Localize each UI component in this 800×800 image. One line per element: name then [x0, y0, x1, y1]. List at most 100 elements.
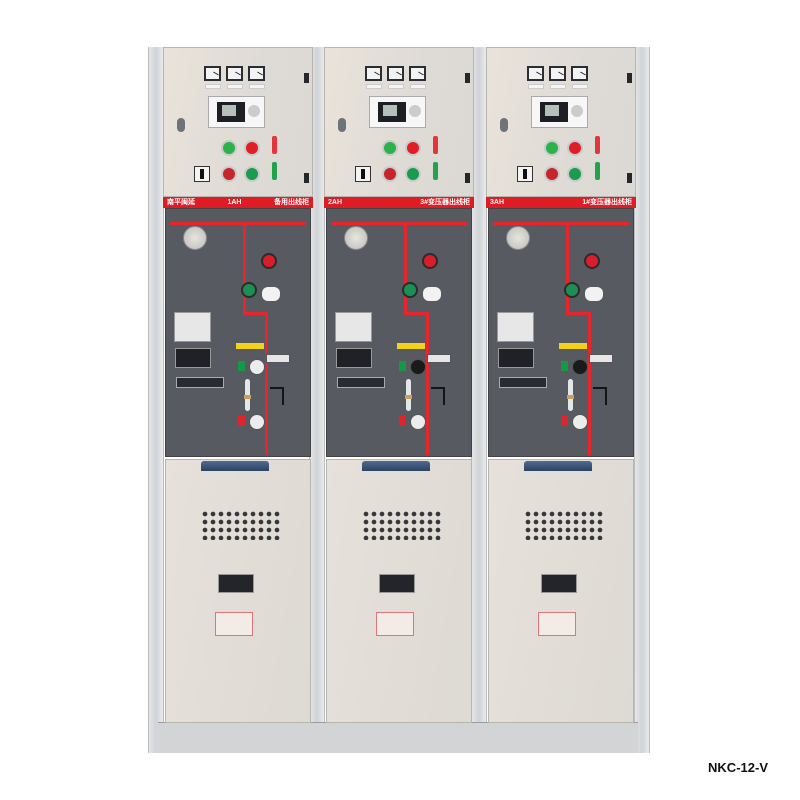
busbar-line: [243, 312, 268, 315]
door-handle[interactable]: [338, 118, 346, 132]
door-pull-handle[interactable]: [524, 461, 592, 471]
cable-compartment-door[interactable]: [488, 459, 634, 723]
pressure-gauge-icon: [506, 226, 530, 250]
selector-switch[interactable]: [355, 166, 371, 182]
green-indicator-lamp: [221, 140, 237, 156]
protection-relay[interactable]: [531, 96, 588, 128]
green-pushbutton[interactable]: [244, 166, 260, 182]
warning-label: [397, 343, 425, 349]
mechanism-panel: [165, 208, 311, 457]
red-pushbutton[interactable]: [544, 166, 560, 182]
door-handle[interactable]: [177, 118, 185, 132]
strip-left-text: 3AH: [490, 199, 505, 206]
live-display-unit: [498, 348, 534, 368]
busbar-line: [493, 222, 629, 225]
meter-tag: [528, 84, 544, 89]
meter-tag: [249, 84, 265, 89]
selector-switch[interactable]: [194, 166, 210, 182]
spring-charge-indicator: [585, 287, 603, 301]
earth-switch-operating-hole[interactable]: [249, 359, 265, 375]
switch-symbol-icon: [561, 416, 568, 426]
operating-lever[interactable]: [567, 379, 574, 411]
ammeter-icon: [226, 66, 243, 81]
interlock-slot[interactable]: [427, 354, 451, 363]
disconnector-operating-hole[interactable]: [410, 414, 426, 430]
red-indicator-lamp: [567, 140, 583, 156]
ventilation-grille: [201, 510, 281, 540]
instrument-door[interactable]: [324, 47, 474, 197]
selector-switch[interactable]: [517, 166, 533, 182]
busbar-line: [426, 312, 429, 455]
disconnector-operating-hole[interactable]: [249, 414, 265, 430]
busbar-line: [404, 222, 407, 314]
busbar-line: [170, 222, 306, 225]
rating-nameplate: [541, 574, 577, 593]
red-button-stack[interactable]: [433, 136, 438, 154]
ventilation-grille: [362, 510, 442, 540]
test-socket-plate: [499, 377, 547, 388]
hinge: [627, 173, 632, 183]
interlock-slot[interactable]: [266, 354, 290, 363]
danger-warning-label: [538, 612, 576, 636]
red-pushbutton[interactable]: [382, 166, 398, 182]
cabinet-label-strip: 2AH 3#变压器出线柜: [324, 197, 474, 208]
open-indicator[interactable]: [402, 282, 418, 298]
test-socket-plate: [337, 377, 385, 388]
strip-left-text: 2AH: [328, 199, 343, 206]
switch-symbol-icon: [238, 361, 245, 371]
hinge: [465, 173, 470, 183]
cable-compartment-door[interactable]: [165, 459, 311, 723]
danger-warning-label: [376, 612, 414, 636]
cable-compartment-door[interactable]: [326, 459, 472, 723]
ground-symbol-icon: [431, 387, 445, 405]
hinge: [304, 73, 309, 83]
green-button-stack[interactable]: [433, 162, 438, 180]
red-pushbutton[interactable]: [221, 166, 237, 182]
instrument-door[interactable]: [486, 47, 636, 197]
ground-symbol-icon: [270, 387, 284, 405]
live-display-unit: [175, 348, 211, 368]
spring-charge-indicator: [423, 287, 441, 301]
green-pushbutton[interactable]: [567, 166, 583, 182]
strip-mid-text: 1AH: [227, 199, 242, 206]
meter-tag: [205, 84, 221, 89]
busbar-line: [566, 222, 569, 314]
live-display-unit: [336, 348, 372, 368]
hinge: [465, 73, 470, 83]
close-indicator[interactable]: [422, 253, 438, 269]
meter-tag: [572, 84, 588, 89]
operating-lever[interactable]: [244, 379, 251, 411]
door-pull-handle[interactable]: [362, 461, 430, 471]
test-socket-plate: [176, 377, 224, 388]
close-indicator[interactable]: [261, 253, 277, 269]
meter-tag: [388, 84, 404, 89]
base-plinth: [158, 722, 638, 753]
ammeter-icon: [549, 66, 566, 81]
frame-post: [148, 47, 164, 753]
earth-switch-operating-hole[interactable]: [410, 359, 426, 375]
red-button-stack[interactable]: [595, 136, 600, 154]
instrument-door[interactable]: [163, 47, 313, 197]
disconnector-operating-hole[interactable]: [572, 414, 588, 430]
close-indicator[interactable]: [584, 253, 600, 269]
open-indicator[interactable]: [241, 282, 257, 298]
meter-tag: [227, 84, 243, 89]
green-button-stack[interactable]: [595, 162, 600, 180]
frame-post: [634, 47, 650, 753]
interlock-slot[interactable]: [589, 354, 613, 363]
red-button-stack[interactable]: [272, 136, 277, 154]
busbar-line: [588, 312, 591, 455]
rating-nameplate: [379, 574, 415, 593]
door-pull-handle[interactable]: [201, 461, 269, 471]
earth-switch-operating-hole[interactable]: [572, 359, 588, 375]
door-handle[interactable]: [500, 118, 508, 132]
operating-lever[interactable]: [405, 379, 412, 411]
hinge: [304, 173, 309, 183]
green-pushbutton[interactable]: [405, 166, 421, 182]
green-button-stack[interactable]: [272, 162, 277, 180]
ammeter-icon: [527, 66, 544, 81]
protection-relay[interactable]: [208, 96, 265, 128]
open-indicator[interactable]: [564, 282, 580, 298]
red-indicator-lamp: [405, 140, 421, 156]
protection-relay[interactable]: [369, 96, 426, 128]
